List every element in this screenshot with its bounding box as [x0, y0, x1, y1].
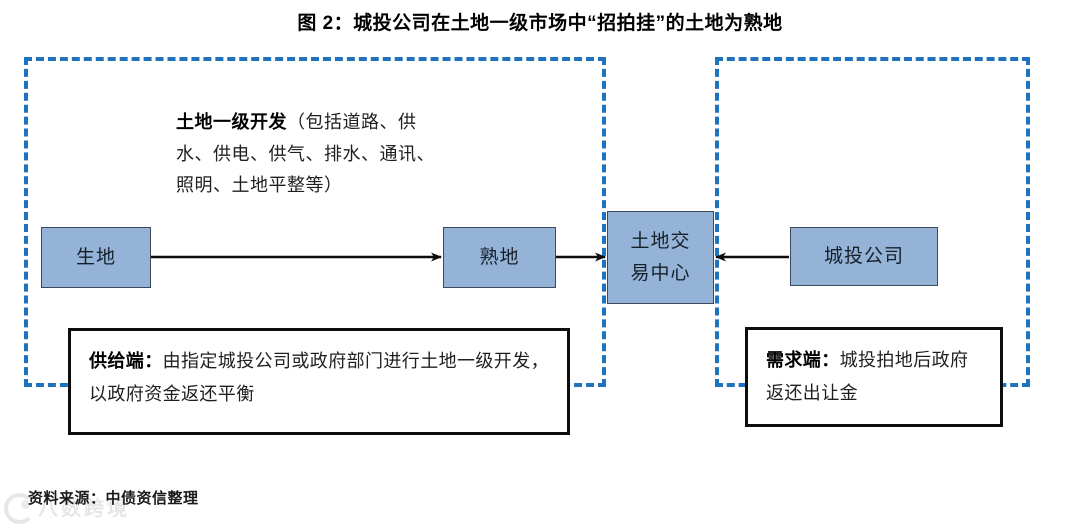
land-development-note-lead: 土地一级开发: [176, 112, 287, 132]
source-note: 资料来源：中债资信整理: [28, 490, 199, 507]
figure-title: 图 2：城投公司在土地一级市场中“招拍挂”的土地为熟地: [297, 13, 783, 34]
node-ripe-land[interactable]: 熟地: [443, 227, 556, 288]
node-raw-land[interactable]: 生地: [41, 227, 151, 288]
callout-supply-side-text: 由指定城投公司或政府部门进行土地一级开发，以政府资金返还平衡: [89, 351, 550, 405]
land-development-note-detail: （包括道路、供水、供电、供气、排水、通讯、照明、土地平整等）: [176, 112, 435, 195]
land-development-note: 土地一级开发（包括道路、供水、供电、供气、排水、通讯、照明、土地平整等）: [176, 107, 451, 202]
callout-supply-side: 供给端：由指定城投公司或政府部门进行土地一级开发，以政府资金返还平衡: [68, 328, 570, 435]
callout-demand-side-text: 城投拍地后政府返还出让金: [766, 350, 969, 404]
circle-logo-icon: [4, 493, 35, 524]
node-land-exchange-center-line1: 土地交: [630, 231, 691, 253]
node-land-exchange-center[interactable]: 土地交 易中心: [607, 211, 714, 304]
node-land-exchange-center-line2: 易中心: [630, 262, 691, 284]
callout-demand-side-lead: 需求端：: [766, 350, 840, 370]
callout-supply-side-lead: 供给端：: [89, 351, 163, 371]
node-urban-investment-company[interactable]: 城投公司: [790, 227, 938, 286]
callout-demand-side: 需求端：城投拍地后政府返还出让金: [745, 327, 1003, 427]
